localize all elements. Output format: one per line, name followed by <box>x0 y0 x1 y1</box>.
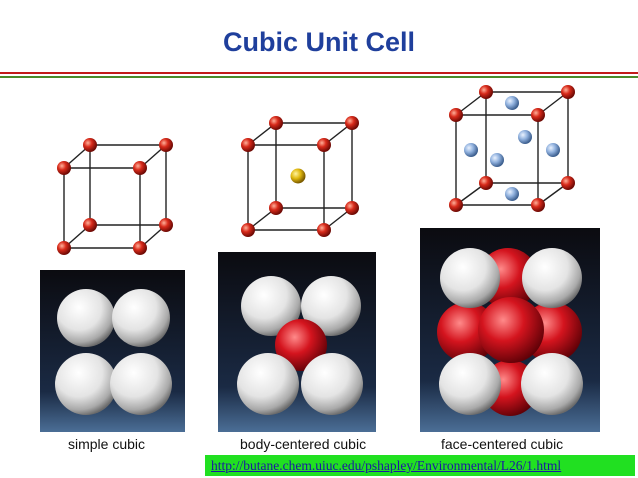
body-centered-corner-atoms <box>241 116 359 237</box>
simple-cubic-cell <box>57 138 173 255</box>
body-centered-photo <box>218 252 376 432</box>
simple-cubic-spheres <box>55 289 172 415</box>
body-centered-spheres <box>237 276 363 415</box>
body-centered-cell <box>241 116 359 237</box>
face-centered-corner-atoms <box>449 85 575 212</box>
title-divider-green <box>0 76 638 78</box>
face-centered-photo <box>420 228 600 432</box>
body-center-atom <box>290 168 306 184</box>
title-divider-red <box>0 72 638 74</box>
face-centered-spheres <box>437 248 583 416</box>
face-centered-cell <box>449 85 575 212</box>
caption-body-centered-cubic: body-centered cubic <box>240 436 367 452</box>
caption-simple-cubic: simple cubic <box>68 436 146 452</box>
simple-cubic-edges <box>63 144 167 249</box>
simple-cubic-photo <box>40 270 185 432</box>
slide-title: Cubic Unit Cell <box>222 27 415 57</box>
source-link[interactable]: http://butane.chem.uiuc.edu/pshapley/Env… <box>205 455 635 476</box>
simple-cubic-corner-atoms <box>57 138 173 255</box>
face-center-atoms <box>464 96 560 201</box>
caption-face-centered-cubic: face-centered cubic <box>441 436 564 452</box>
